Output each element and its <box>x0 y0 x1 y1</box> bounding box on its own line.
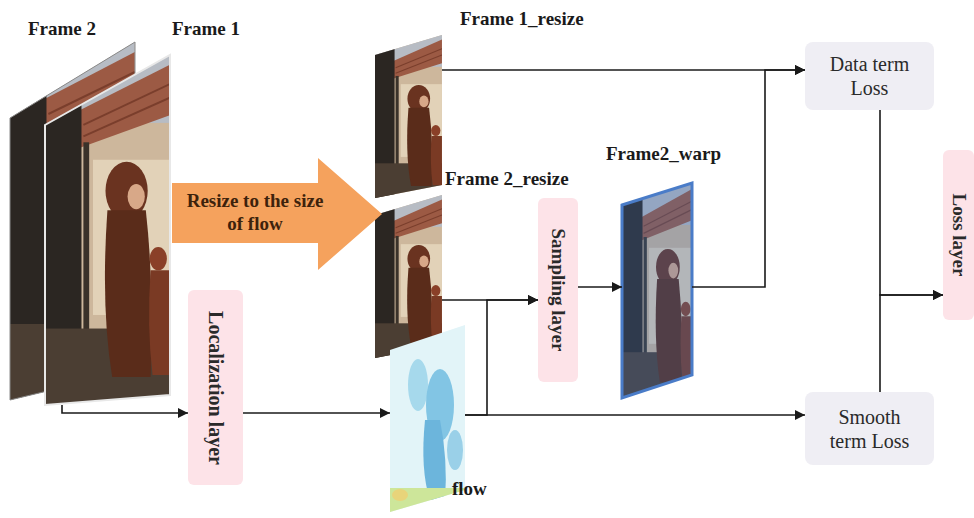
loss-box: Data term Loss <box>805 42 934 110</box>
label-text: Smooth term Loss <box>819 405 920 453</box>
label-text: flow <box>452 478 487 501</box>
connector-arrow <box>62 405 188 413</box>
label-text: Resize to the size of flow <box>184 190 326 236</box>
frame-image: Frame 2 <box>10 42 135 400</box>
connector-arrow <box>465 300 538 415</box>
connector-arrow <box>578 286 622 288</box>
layer-box: Sampling layer <box>538 198 578 382</box>
warped-picture <box>620 180 695 400</box>
label-text: Loss layer <box>947 194 970 277</box>
connector-arrow <box>880 110 943 295</box>
layer-box: Loss layer <box>943 150 974 320</box>
warped-outline <box>622 183 692 398</box>
loss-box: Smooth term Loss <box>805 392 934 465</box>
label-text: Data term Loss <box>819 52 920 100</box>
frame-outline <box>45 55 170 405</box>
connector-arrow <box>880 295 943 392</box>
connector-arrow <box>465 414 805 416</box>
frame-image: Frame 1 <box>45 55 170 405</box>
resized-frame: Frame 1_resize <box>375 35 442 198</box>
label-text: Frame 1 <box>172 18 240 41</box>
label-text: Frame 1_resize <box>460 8 584 31</box>
frame-picture <box>375 195 442 359</box>
warped-frame: Frame2_warp <box>622 183 692 398</box>
label-text: Frame 2 <box>28 18 96 41</box>
label-text: Frame2_warp <box>606 143 721 166</box>
label-text: Frame 2_resize <box>445 168 569 191</box>
label-text: Localization layer <box>204 311 228 465</box>
flow-field: flow <box>390 325 465 512</box>
resized-frame: Frame 2_resize <box>375 195 442 358</box>
arrow-shape <box>172 158 382 270</box>
label-text: Sampling layer <box>547 229 570 352</box>
layer-box: Localization layer <box>188 290 243 485</box>
connector-arrow <box>692 70 805 287</box>
resize-arrow: Resize to the size of flow <box>172 158 382 270</box>
frame-picture <box>375 35 442 199</box>
arrow-text-area: Resize to the size of flow <box>172 183 338 243</box>
connector-arrow <box>442 69 805 71</box>
connector-arrow <box>243 412 390 414</box>
frame-picture <box>45 55 170 404</box>
